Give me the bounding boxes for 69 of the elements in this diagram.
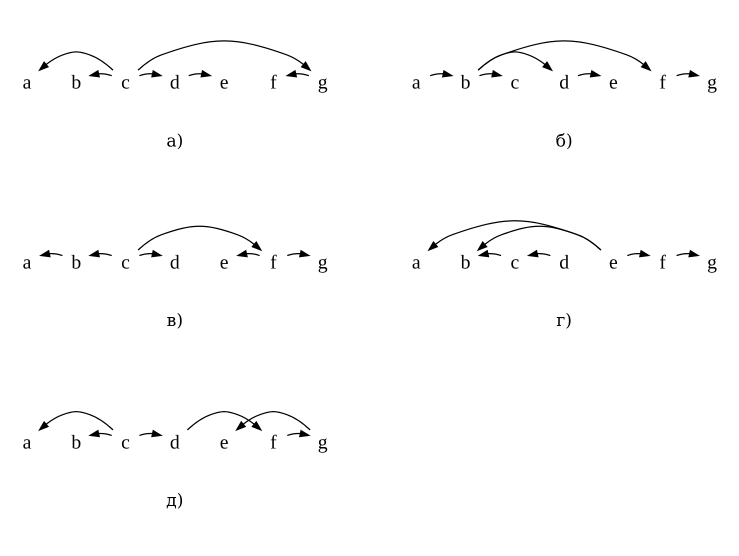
node-text: e: [220, 72, 228, 94]
node-text: b: [460, 72, 471, 94]
label: в): [166, 311, 184, 332]
arrow: [138, 226, 262, 252]
arrow: [476, 226, 602, 252]
arrow: [138, 40, 312, 72]
label: а): [166, 131, 184, 152]
node-text: d: [170, 72, 180, 94]
node-text: b: [71, 431, 82, 454]
node-text: a: [412, 72, 421, 94]
node-text: e: [220, 251, 228, 274]
node-text: e: [609, 251, 618, 274]
node-text: b: [71, 251, 82, 274]
node-text: b: [460, 251, 471, 274]
arrow: [430, 70, 454, 78]
arrow: [526, 250, 551, 258]
node-text: a: [22, 251, 32, 274]
node-text: d: [559, 72, 570, 94]
node-text: d: [170, 431, 180, 454]
arrow: [139, 430, 163, 438]
arrow: [676, 70, 700, 78]
arrow: [188, 70, 212, 78]
arrow: [88, 250, 112, 258]
node-text: c: [121, 251, 130, 274]
arrow: [287, 250, 311, 258]
node-text: b: [71, 72, 82, 94]
label: г): [556, 311, 572, 332]
arrow: [287, 430, 311, 438]
node-text: f: [659, 72, 666, 94]
node-text: f: [270, 251, 277, 274]
arrow: [139, 70, 163, 78]
node-text: f: [270, 72, 277, 94]
arrow: [627, 250, 651, 258]
arrow: [186, 411, 262, 432]
node-text: d: [559, 251, 570, 274]
arrow: [38, 51, 114, 72]
arrow: [139, 250, 163, 258]
node-text: g: [318, 251, 328, 274]
node-text: f: [270, 431, 277, 454]
node-text: e: [609, 72, 618, 94]
node-text: c: [121, 72, 130, 94]
arrow: [236, 250, 260, 258]
arrow: [427, 220, 602, 252]
arrow: [479, 70, 503, 78]
arrow: [39, 250, 63, 258]
arrow: [676, 250, 700, 258]
arrow: [285, 70, 310, 78]
node-text: a: [412, 251, 421, 274]
arrow: [478, 40, 652, 72]
arrow: [88, 430, 112, 438]
label: д): [166, 491, 184, 512]
node-text: g: [707, 72, 717, 94]
node-text: c: [121, 431, 130, 454]
arrow: [38, 411, 114, 432]
node-text: c: [510, 251, 520, 274]
node-text: c: [510, 72, 520, 94]
node-text: a: [22, 431, 32, 454]
node-text: g: [318, 431, 328, 454]
arrow: [478, 250, 502, 258]
arrow: [88, 70, 112, 78]
label: б): [556, 131, 573, 152]
arrow: [578, 70, 602, 78]
node-text: a: [22, 72, 32, 94]
node-text: e: [220, 431, 228, 454]
node-text: d: [170, 251, 180, 274]
node-text: g: [318, 72, 328, 94]
node-text: f: [659, 251, 666, 274]
arrow: [235, 411, 311, 432]
node-text: g: [707, 251, 717, 274]
